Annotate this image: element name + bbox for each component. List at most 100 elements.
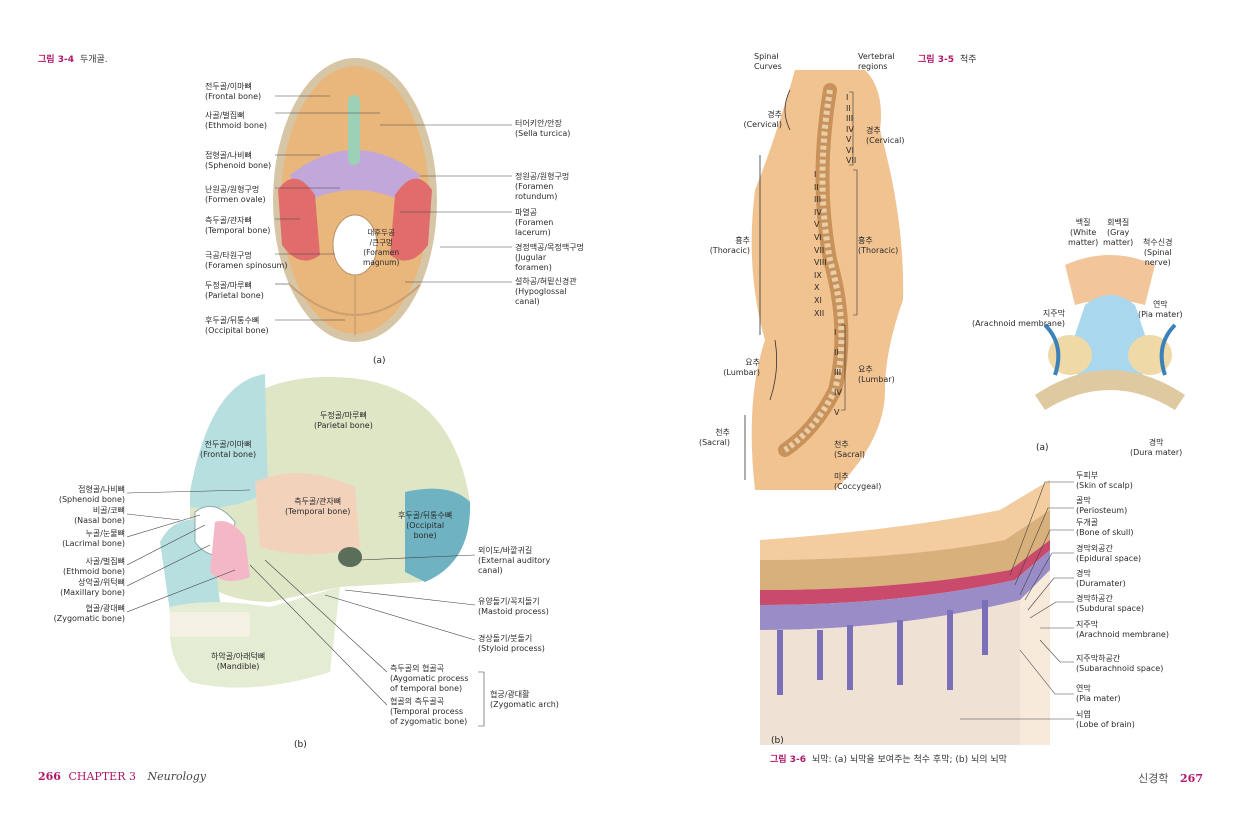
- label-temporal-process-zygomatic: 협골의 측두골곡 (Temporal process of zygomatic …: [390, 697, 468, 726]
- label-lat-lacrimal: 누골/눈물뼈 (Lacrimal bone): [62, 529, 125, 548]
- label-ethmoid-bone: 사골/벌집뼈 (Ethmoid bone): [205, 111, 267, 130]
- meninges-label-8: 지주막하공간 (Subarachnoid space): [1076, 654, 1164, 673]
- meninges-label-10: 뇌엽 (Lobe of brain): [1076, 710, 1135, 729]
- column-vertebral-regions: Vertebral regions: [858, 52, 895, 71]
- label-lat-temporal: 측두골/관자뼈 (Temporal bone): [285, 497, 351, 516]
- lumbar-numeral-4: IV: [834, 388, 842, 397]
- subfigure-3-6b-label: (b): [771, 736, 784, 746]
- meninges-label-4: 경막외공간 (Epidural space): [1076, 544, 1142, 563]
- cervical-numeral-7: VII: [846, 156, 857, 165]
- label-lat-nasal: 비골/코뼈 (Nasal bone): [74, 506, 125, 525]
- label-lat-frontal: 전두골/이마뼈 (Frontal bone): [200, 440, 257, 459]
- label-external-auditory-canal: 외이도/바깥귀길 (External auditory canal): [478, 546, 551, 575]
- footer-right-title: 신경학: [1138, 772, 1169, 785]
- footer-left-page: 266: [38, 770, 61, 783]
- thoracic-numeral-8: VIII: [814, 258, 827, 268]
- meninges-leaders: [960, 481, 1074, 720]
- label-jugular-foramen: 경정맥공/목정맥구멍 (Jugular foramen): [515, 243, 584, 272]
- thoracic-numeral-4: IV: [814, 207, 822, 217]
- footer-left-chapter: CHAPTER 3: [68, 770, 136, 783]
- region-sacral: 천추 (Sacral): [834, 440, 866, 459]
- cervical-numeral-1: I: [846, 93, 849, 102]
- lateral-skull-illustration: [160, 374, 471, 688]
- thoracic-numeral-3: III: [814, 195, 822, 205]
- caption-number: 그림 3-4: [38, 55, 74, 65]
- lumbar-numeral-3: III: [834, 368, 842, 377]
- footer-left: 266 CHAPTER 3 Neurology: [38, 770, 206, 783]
- label-frontal-bone: 전두골/이마뼈 (Frontal bone): [205, 82, 262, 101]
- lumbar-numeral-5: V: [834, 408, 840, 417]
- cervical-numeral-5: V: [846, 135, 852, 144]
- label-foramen-rotundum: 정원공/원형구멍 (Foramen rotundum): [515, 172, 570, 201]
- label-zygomatic-arch: 협궁/광대활 (Zygomatic arch): [490, 690, 559, 709]
- lumbar-numeral-2: II: [834, 348, 839, 357]
- label-zygomatic-process-temporal: 측두골의 협골곡 (Aygomatic process of temporal …: [390, 664, 469, 693]
- label-dura-mater: 경막 (Dura mater): [1130, 438, 1183, 457]
- region-cervical: 경추 (Cervical): [866, 126, 905, 145]
- label-foramen-spinosum: 극공/타원구멍 (Foramen spinosum): [205, 251, 288, 270]
- label-foramen-ovale: 난원공/원형구멍 (Formen ovale): [205, 185, 266, 204]
- label-sphenoid-bone: 접형골/나비뼈 (Sphenoid bone): [205, 151, 272, 170]
- label-lat-maxillary: 상악골/위턱뼈 (Maxillary bone): [60, 578, 125, 597]
- thoracic-numeral-7: VII: [814, 245, 825, 255]
- caption-text: 척주: [959, 55, 977, 65]
- label-gray-matter: 회백질 (Gray matter): [1103, 218, 1134, 247]
- label-temporal-bone: 측두골/관자뼈 (Temporal bone): [205, 216, 271, 235]
- thoracic-numeral-9: IX: [814, 270, 822, 280]
- curve-sacral: 천추 (Sacral): [698, 428, 730, 447]
- label-foramen-lacerum: 파열공 (Foramen lacerum): [515, 208, 554, 237]
- region-coccygeal: 미추 (Coccygeal): [834, 472, 882, 491]
- subfigure-3-6a-label: (a): [1036, 443, 1049, 453]
- label-spinal-nerve: 척수신경 (Spinal nerve): [1143, 238, 1173, 267]
- thoracic-numeral-5: V: [814, 220, 820, 230]
- skull-base-illustration: [273, 58, 437, 342]
- meninges-label-2: 골막 (Periosteum): [1076, 496, 1128, 515]
- label-white-matter: 백질 (White matter): [1068, 218, 1099, 247]
- meninges-label-6: 경막하공간 (Subdural space): [1076, 594, 1145, 613]
- cervical-numeral-6: VI: [846, 145, 854, 155]
- caption-number: 그림 3-6: [770, 755, 806, 765]
- cervical-numeral-4: IV: [846, 124, 854, 134]
- lateral-skull-leaders: [126, 489, 485, 727]
- thoracic-numeral-2: II: [814, 182, 819, 192]
- curve-thoracic: 흉추 (Thoracic): [709, 236, 750, 255]
- skull-base-leaders: [275, 95, 512, 321]
- meninges-label-3: 두개골 (Bone of skull): [1076, 518, 1134, 537]
- region-thoracic: 흉추 (Thoracic): [858, 236, 899, 255]
- label-lat-mandible: 하악골/아래턱뼈 (Mandible): [211, 652, 266, 671]
- label-occipital-bone: 후두골/뒤통수뼈 (Occipital bone): [205, 316, 269, 335]
- region-lumbar: 요추 (Lumbar): [858, 365, 895, 384]
- lumbar-numeral-1: I: [834, 328, 837, 337]
- label-lat-zygomatic: 협골/광대뼈 (Zygomatic bone): [53, 604, 125, 623]
- label-styloid-process: 경상돌기/붓돌기 (Styloid process): [478, 634, 545, 653]
- thoracic-numeral-12: XII: [814, 308, 825, 318]
- cervical-numeral-2: II: [846, 103, 851, 113]
- figure-3-6-caption: 그림 3-6 뇌막: (a) 뇌막을 보여주는 척수 후막; (b) 뇌의 뇌막: [770, 752, 1007, 765]
- label-foramen-magnum: 대후두공 /큰구멍 (Foramen magnum): [363, 228, 400, 267]
- spinal-cord-illustration: [1035, 255, 1185, 410]
- label-parietal-bone: 두정골/마루뼈 (Parietal bone): [205, 281, 264, 300]
- label-lat-sphenoid: 접형골/나비뼈 (Sphenoid bone): [58, 485, 125, 504]
- meninges-label-5: 경막 (Duramater): [1076, 569, 1126, 588]
- caption-text: 뇌막: (a) 뇌막을 보여주는 척수 후막; (b) 뇌의 뇌막: [811, 755, 1007, 765]
- label-pia-mater: 연막 (Pia mater): [1138, 300, 1183, 319]
- subfigure-a-label: (a): [373, 356, 386, 366]
- spine-illustration: [744, 70, 904, 490]
- curve-cervical: 경추 (Cervical): [743, 110, 782, 129]
- thoracic-numeral-6: VI: [814, 233, 822, 242]
- label-arachnoid-membrane: 지주막 (Arachnoid membrane): [972, 309, 1065, 328]
- footer-left-title: Neurology: [147, 770, 206, 783]
- thoracic-numeral-1: I: [814, 170, 817, 179]
- label-lat-occipital: 후두골/뒤통수뼈 (Occipital bone): [398, 511, 453, 540]
- label-hypoglossal-canal: 설하공/혀밑신경관 (Hypoglossal canal): [515, 277, 577, 306]
- footer-right-page: 267: [1180, 772, 1203, 785]
- curve-lumbar: 요추 (Lumbar): [723, 358, 760, 377]
- column-spinal-curves: Spinal Curves: [754, 52, 782, 71]
- label-lat-parietal: 두정골/마루뼈 (Parietal bone): [314, 411, 373, 430]
- subfigure-b-label: (b): [294, 740, 307, 750]
- thoracic-numeral-10: X: [814, 283, 820, 293]
- thoracic-numeral-11: XI: [814, 296, 822, 305]
- meninges-label-1: 두피부 (Skin of scalp): [1076, 471, 1133, 490]
